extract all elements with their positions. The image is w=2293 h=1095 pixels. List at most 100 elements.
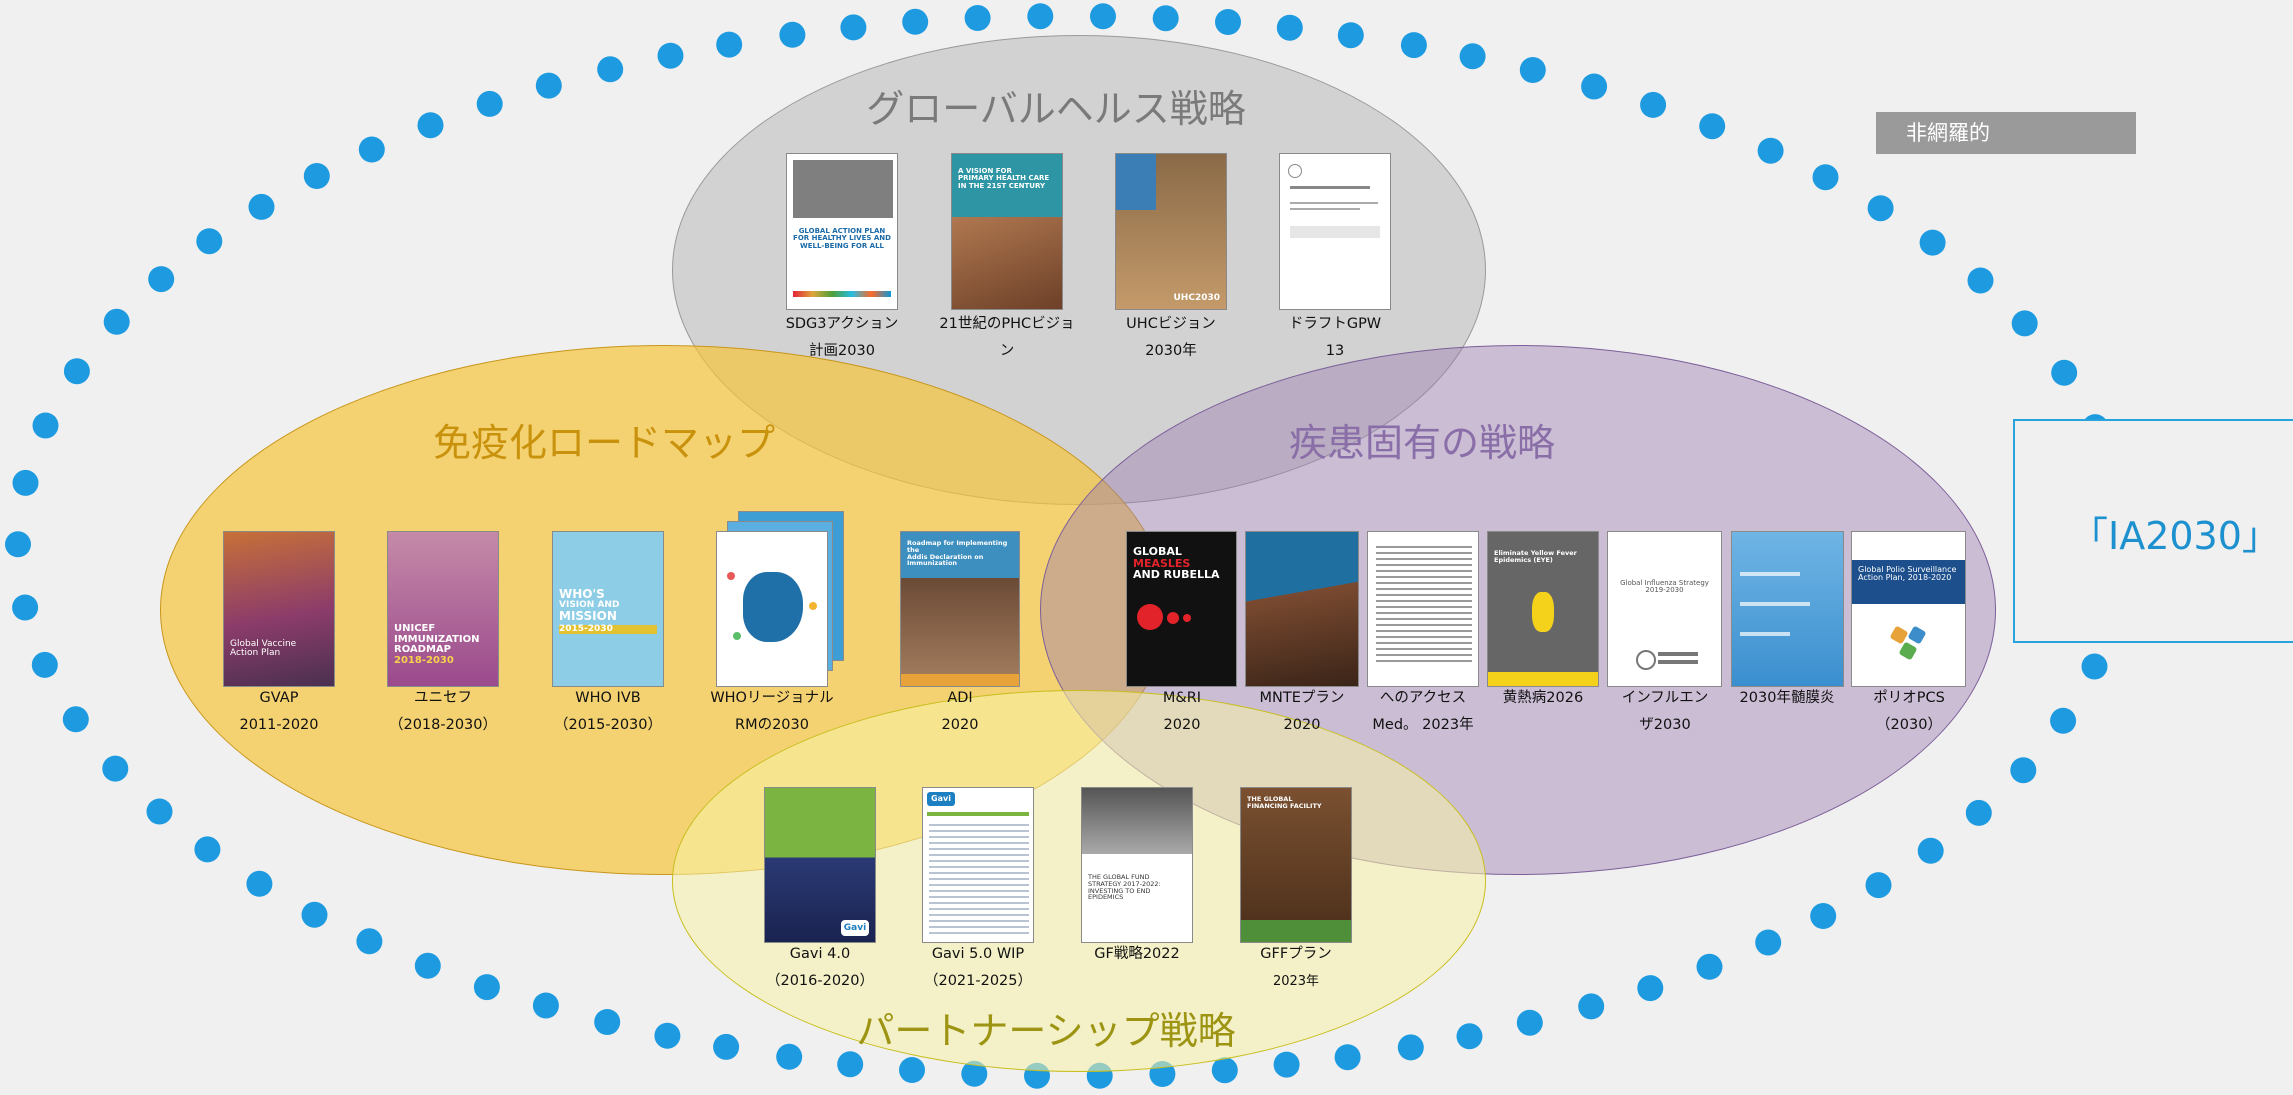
- ring-dot: [594, 1009, 621, 1035]
- ring-dot: [103, 308, 130, 335]
- ring-dot: [776, 1043, 803, 1070]
- partnership-title: パートナーシップ戦略: [856, 1009, 1236, 1053]
- ring-dot: [417, 112, 444, 139]
- ring-dot: [1397, 1034, 1424, 1061]
- caption-meningitis: 2030年髄膜炎: [1739, 690, 1835, 706]
- caption-gavi5: Gavi 5.0 WIP（2021-2025）: [923, 946, 1033, 989]
- ring-dot: [597, 56, 624, 83]
- ring-dot: [1276, 14, 1303, 41]
- ring-dot: [414, 952, 441, 979]
- ring-dot: [716, 31, 743, 58]
- global-health-title: グローバルヘルス戦略: [866, 87, 1246, 131]
- caption-who-ivb: WHO IVB（2015-2030）: [553, 690, 663, 733]
- caption-polio: ポリオPCS（2030）: [1873, 690, 1945, 733]
- ring-dot: [1516, 1009, 1543, 1036]
- ring-dot: [535, 72, 562, 99]
- ring-dot: [654, 1022, 681, 1049]
- cover-mnte: [1245, 531, 1359, 687]
- ring-dot: [1867, 195, 1894, 222]
- caption-gavi4: Gavi 4.0（2016-2020）: [765, 946, 875, 989]
- ring-dot: [1865, 872, 1892, 899]
- cover-unicef: UNICEF IMMUNIZATION ROADMAP 2018-2030: [387, 531, 499, 687]
- ring-dot: [1027, 3, 1054, 30]
- ring-dot: [248, 193, 275, 220]
- cover-yellow-fever: Eliminate Yellow Fever Epidemics (EYE): [1487, 531, 1599, 687]
- caption-unicef: ユニセフ（2018-2030）: [388, 690, 498, 733]
- ring-dot: [1090, 3, 1116, 30]
- ring-dot: [1967, 267, 1994, 294]
- ring-dot: [779, 21, 806, 48]
- ring-dot: [32, 412, 59, 439]
- ring-dot: [2051, 359, 2078, 386]
- ring-dot: [1400, 32, 1427, 59]
- cover-influenza: Global Influenza Strategy 2019-2030: [1607, 531, 1722, 687]
- ring-dot: [840, 14, 867, 41]
- ring-dot: [902, 8, 929, 35]
- ring-dot: [31, 651, 58, 678]
- ring-dot: [1334, 1044, 1361, 1071]
- cover-gavi5: Gavi: [922, 787, 1034, 943]
- cover-uhc: UHC2030: [1115, 153, 1227, 310]
- cover-gf: THE GLOBAL FUND STRATEGY 2017-2022: INVE…: [1081, 787, 1193, 943]
- ring-dot: [1519, 57, 1546, 83]
- ring-dot: [102, 755, 129, 782]
- ring-dot: [473, 974, 500, 1001]
- cover-adi: Roadmap for Implementing the Addis Decla…: [900, 531, 1020, 687]
- ia2030-label: 「IA2030」: [2070, 514, 2280, 558]
- ring-dot: [2011, 310, 2038, 337]
- ring-dot: [1337, 22, 1364, 49]
- immunization-roadmap-title: 免疫化ロードマップ: [432, 421, 776, 465]
- cover-gavi4: Gavi: [764, 787, 876, 943]
- ring-dot: [899, 1057, 925, 1083]
- ring-dot: [5, 531, 31, 558]
- cover-gpw: [1279, 153, 1391, 310]
- ring-dot: [1699, 113, 1726, 140]
- ring-dot: [196, 228, 223, 255]
- cover-who-regional: [716, 531, 828, 687]
- ring-dot: [1919, 229, 1946, 256]
- ring-dot: [713, 1033, 740, 1060]
- cover-who-ivb: WHO'S VISION AND MISSION 2015-2030: [552, 531, 664, 687]
- ia2030-box: [2013, 419, 2293, 643]
- ring-dot: [1640, 91, 1667, 118]
- ring-dot: [356, 928, 383, 955]
- ring-dot: [1637, 975, 1664, 1002]
- ring-dot: [1459, 43, 1486, 70]
- cover-gvap: Global Vaccine Action Plan: [223, 531, 335, 687]
- ring-dot: [194, 836, 221, 863]
- cover-meningitis: [1731, 531, 1844, 687]
- ring-dot: [837, 1051, 864, 1078]
- ring-dot: [657, 42, 684, 69]
- caption-yellow-fever: 黄熱病2026: [1502, 690, 1584, 706]
- ring-dot: [303, 163, 330, 189]
- ring-dot: [1456, 1023, 1483, 1050]
- ring-dot: [961, 1060, 988, 1087]
- ring-dot: [246, 870, 273, 897]
- ring-dot: [2081, 653, 2108, 680]
- cover-sdg3: GLOBAL ACTION PLAN FOR HEALTHY LIVES AND…: [786, 153, 898, 310]
- cover-access: [1367, 531, 1479, 687]
- ring-dot: [146, 798, 173, 825]
- ring-dot: [63, 358, 90, 385]
- ring-dot: [1578, 993, 1605, 1020]
- ring-dot: [2050, 707, 2077, 734]
- ring-dot: [1812, 164, 1839, 191]
- ring-dot: [532, 992, 559, 1019]
- ring-dot: [1757, 137, 1784, 164]
- ring-dot: [1273, 1051, 1300, 1078]
- cover-phc: A VISION FOR PRIMARY HEALTH CARE IN THE …: [951, 153, 1063, 310]
- disease-specific-title: 疾患固有の戦略: [1288, 421, 1556, 465]
- caption-sdg3: SDG3アクション計画2030: [785, 316, 899, 359]
- ring-dot: [1696, 953, 1723, 980]
- ring-dot: [1755, 929, 1782, 956]
- ring-dot: [1152, 5, 1179, 32]
